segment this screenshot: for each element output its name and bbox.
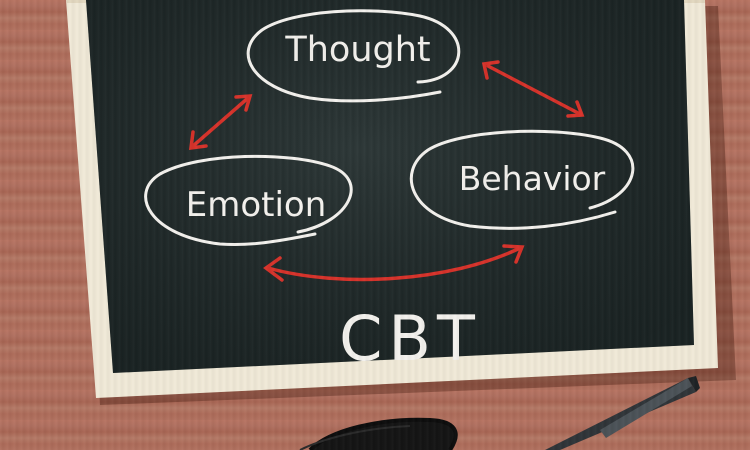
- thought-node: Thought: [246, 9, 461, 103]
- emotion-ellipse: [144, 154, 353, 246]
- thought-label: Thought: [284, 30, 430, 70]
- behavior-ellipse: [409, 129, 635, 230]
- arrow-thought-behavior: [481, 60, 585, 118]
- behavior-label: Behavior: [459, 159, 606, 198]
- chalkboard-sheen: [86, 0, 694, 373]
- cbt-title: CBT: [339, 302, 481, 375]
- behavior-node: Behavior: [409, 129, 635, 230]
- board-shadow: [82, 6, 736, 405]
- emotion-node: Emotion: [144, 154, 353, 246]
- emotion-label: Emotion: [186, 185, 327, 225]
- thought-ellipse: [246, 9, 461, 103]
- frame-edge: [66, 0, 705, 3]
- eyeglasses: [299, 417, 458, 450]
- pen: [545, 376, 700, 450]
- board-frame: [66, 0, 718, 398]
- arrow-emotion-behavior: [263, 244, 525, 282]
- arrow-thought-emotion: [188, 94, 253, 151]
- chalkboard-surface: [86, 0, 694, 373]
